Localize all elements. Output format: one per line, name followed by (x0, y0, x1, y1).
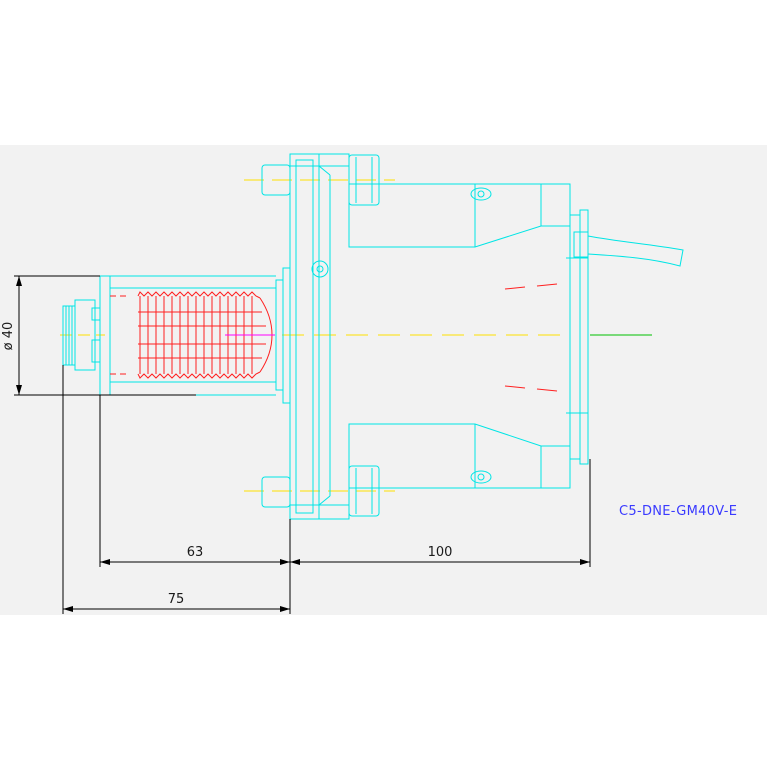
dimension-lines (14, 275, 591, 614)
drawing-sheet (0, 145, 767, 615)
diameter-dimension: ø 40 (1, 322, 16, 351)
dimension-75: 75 (168, 592, 185, 607)
dimension-100: 100 (428, 545, 453, 560)
model-label: C5-DNE-GM40V-E (619, 504, 737, 519)
gripper-body (62, 153, 684, 520)
dimension-63: 63 (187, 545, 204, 560)
